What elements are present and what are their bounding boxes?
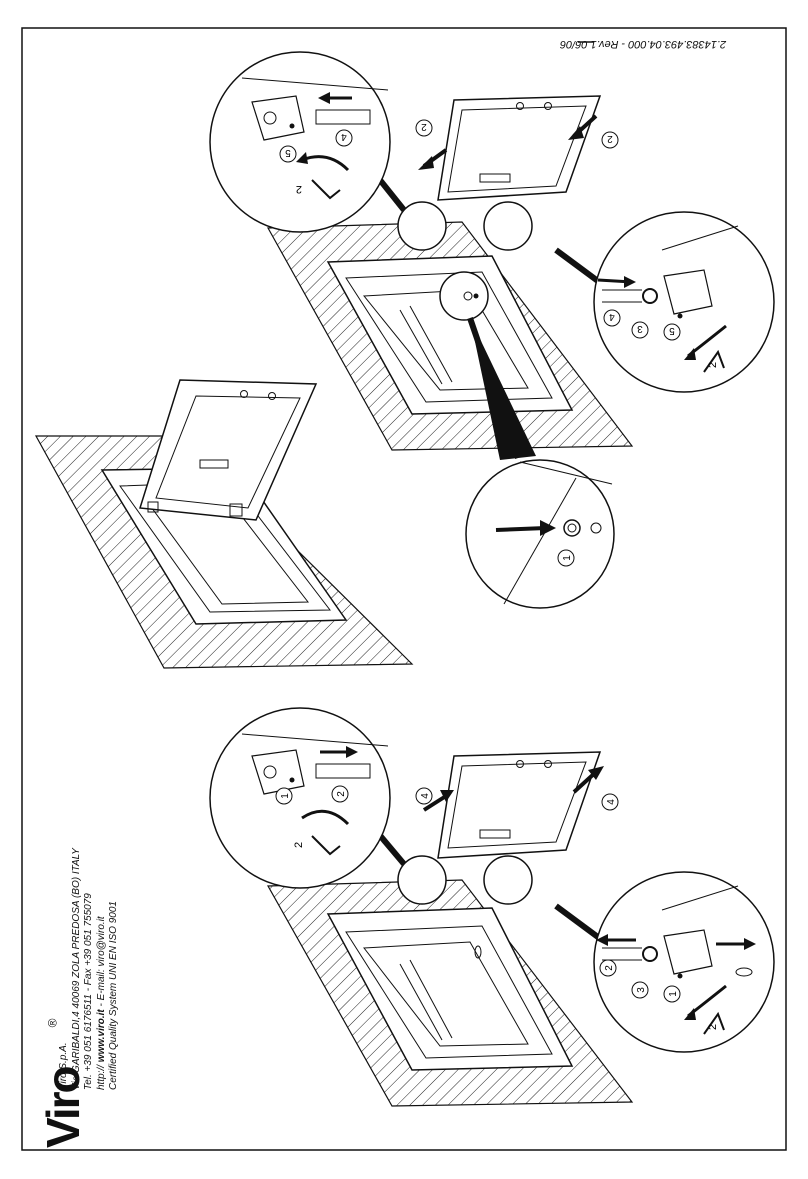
callout-label: 2 [336, 791, 347, 797]
hinge-detail-right-small [483, 201, 533, 251]
callout-label: 5 [285, 147, 291, 158]
company-info: Viro S.p.A. Via GARIBALDI,4 40069 ZOLA P… [58, 848, 121, 1090]
email-text: - E-mail: viro@viro.it [95, 916, 107, 1010]
magnified-hinge-top-left [209, 51, 391, 233]
callout-label: 1 [668, 991, 679, 997]
sheet-border [21, 27, 787, 1151]
callout-label: 4 [606, 799, 617, 805]
callout-label: 1 [562, 555, 573, 561]
wrench-size-right: 2 [707, 362, 719, 368]
wrench-size-top: 2 [296, 183, 302, 195]
callout-label: 4 [341, 131, 347, 142]
callout-bolt-1: 1 [557, 549, 575, 567]
callout-bottom-right-1: 1 [663, 985, 681, 1003]
web-link[interactable]: www.viro.it [95, 1009, 107, 1063]
company-address: Via GARIBALDI,4 40069 ZOLA PREDOSA (BO) … [70, 848, 82, 1090]
callout-label: 3 [637, 323, 643, 334]
company-phone: Tel. +39 051 6176511 - Fax +39 051 75507… [83, 893, 94, 1090]
callout-label: 4 [420, 793, 431, 799]
company-certification: Certified Quality System UNI EN ISO 9001 [108, 901, 119, 1090]
callout-bottom-4b: 4 [601, 793, 619, 811]
callouts: 2 2 4 5 4 3 5 [275, 119, 681, 1003]
callout-right-4: 4 [603, 309, 621, 327]
safe-inner-top [345, 271, 553, 403]
company-name: Viro S.p.A. [58, 1042, 69, 1090]
callout-top-2a: 2 [415, 119, 433, 137]
callout-top-5: 5 [279, 145, 297, 163]
callout-label: 2 [421, 121, 427, 132]
door-panel-bottom [437, 751, 602, 859]
hinge-detail-left-small-bottom [397, 855, 447, 905]
callout-right-3: 3 [631, 321, 649, 339]
callout-right-5: 5 [663, 323, 681, 341]
company-web: http:// www.viro.it - E-mail: viro@viro.… [96, 848, 109, 1090]
callout-bottom-2: 2 [331, 785, 349, 803]
callout-label: 4 [609, 311, 615, 322]
callout-top-4: 4 [335, 129, 353, 147]
middle-assembly [34, 379, 414, 669]
door-panel-middle [139, 379, 318, 521]
callout-label: 2 [607, 133, 613, 144]
document-number: 2.14383.493.04.000 - Rev.1 06/06 [560, 38, 727, 50]
wrench-size-bottom: 2 [293, 842, 305, 848]
callout-label: 1 [280, 793, 291, 799]
wrench-size-bottom-right: 2 [707, 1024, 719, 1030]
magnified-hinge-bottom-left [209, 707, 391, 889]
callout-bottom-right-2: 2 [599, 959, 617, 977]
callout-bottom-right-3: 3 [631, 981, 649, 999]
web-prefix: http:// [95, 1062, 107, 1090]
callout-label: 2 [604, 965, 615, 971]
hinge-detail-right-small-bottom [483, 855, 533, 905]
callout-bottom-4a: 4 [415, 787, 433, 805]
hinge-detail-left-small [397, 201, 447, 251]
callout-label: 3 [636, 987, 647, 993]
callout-label: 5 [669, 325, 675, 336]
bottom-assembly [209, 707, 775, 1107]
safe-recess-top [362, 289, 529, 391]
door-panel-top [437, 95, 602, 201]
top-assembly [209, 51, 775, 609]
callout-bottom-1: 1 [275, 787, 293, 805]
callout-top-2b: 2 [601, 131, 619, 149]
